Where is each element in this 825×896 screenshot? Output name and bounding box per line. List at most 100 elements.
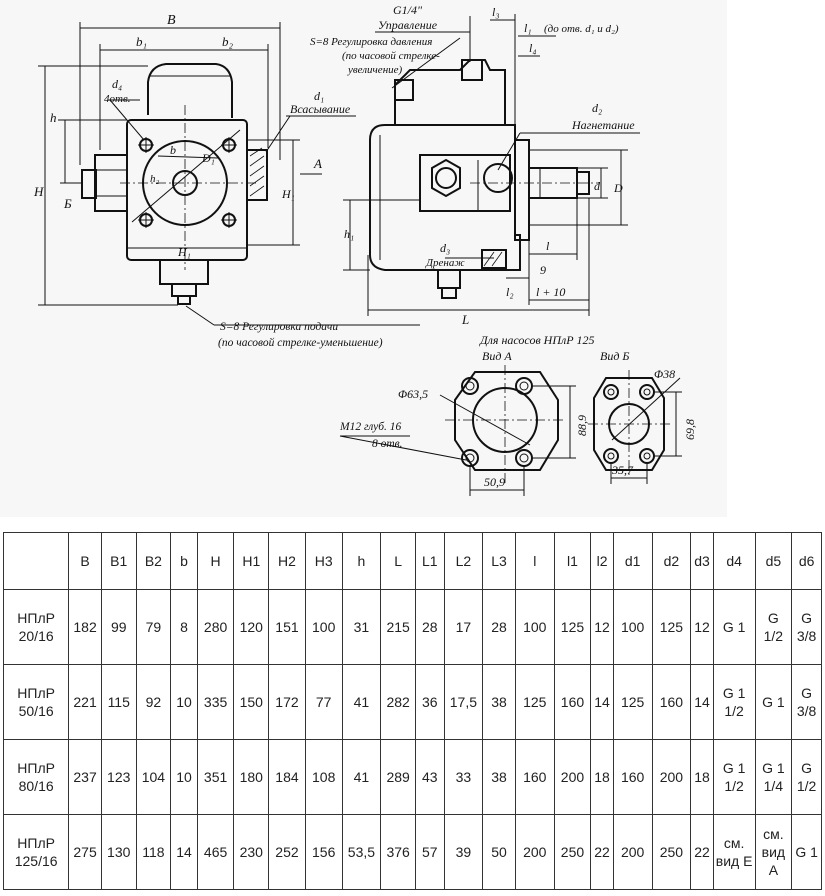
label-B: B [167,13,176,28]
label-view-b: Вид Б [600,349,629,363]
label-b2: b₂ [222,34,234,49]
label-dim-88-9: 88,9 [575,415,589,436]
label-b1: b₁ [136,34,147,49]
table-cell: 43 [414,739,445,815]
table-cell: 22 [590,814,614,890]
header-cell: L2 [443,532,484,590]
table-cell: 50 [482,814,516,890]
label-l-plus-10: l + 10 [536,285,565,299]
label-dim-50-9: 50,9 [484,475,505,489]
label-H: H [33,184,44,199]
blank-margin [727,0,825,517]
table-cell: 120 [233,589,270,665]
table-cell: см. вид A [754,814,793,890]
table-cell: 275 [68,814,102,890]
model-name-cell: НПлР 20/16 [3,589,70,665]
table-cell: см. вид Е [712,814,756,890]
table-cell: 14 [590,664,614,740]
table-cell: 160 [612,739,653,815]
table-cell: G 3/8 [791,589,822,665]
header-cell: b [170,532,198,590]
table-cell: 289 [380,739,416,815]
table-cell: 79 [135,589,172,665]
side-view [343,14,640,316]
table-cell: G 1/2 [791,739,822,815]
header-cell: d6 [791,532,822,590]
label-pump125: Для насосов НПлР 125 [479,333,595,347]
table-cell: 18 [690,739,714,815]
table-cell: 41 [341,664,382,740]
header-cell: d3 [690,532,714,590]
table-cell: 280 [196,589,235,665]
table-cell: 38 [482,739,516,815]
label-dim-69-8: 69,8 [683,419,697,440]
label-l4: l₄ [529,41,537,55]
table-cell: 99 [100,589,137,665]
label-d1: d₁ [314,89,324,103]
table-cell: 115 [100,664,137,740]
label-H1-right: H₁ [281,187,295,201]
technical-drawing: B b₁ b₂ d₄ 4отв. h H Б b h₂ D₁ H₁ H₁ A d… [33,3,697,496]
label-s8-pressure-note-2: увеличение) [347,64,403,76]
label-d3: d₃ [440,241,450,255]
table-cell: G 1 1/4 [754,739,793,815]
front-view-labels: B b₁ b₂ d₄ 4отв. h H Б b h₂ D₁ H₁ H₁ A d… [33,13,383,349]
label-d: d [594,179,601,193]
table-cell: 351 [196,739,235,815]
table-cell: G 3/8 [791,664,822,740]
table-cell: 22 [690,814,714,890]
table-cell: 221 [68,664,102,740]
label-h1: h₁ [344,227,354,241]
table-cell: 92 [135,664,172,740]
label-l1: l₁ [524,21,532,35]
label-A: A [313,156,322,171]
table-cell: 38 [482,664,516,740]
label-suction: Всасывание [290,102,351,116]
table-cell: 156 [304,814,343,890]
table-cell: G 1 [754,664,793,740]
header-cell: L [380,532,416,590]
table-cell: 10 [170,664,198,740]
table-cell: 12 [690,589,714,665]
label-b: b [170,143,176,157]
table-cell: 10 [170,739,198,815]
table-cell: 237 [68,739,102,815]
label-d2: d₂ [592,101,602,115]
label-discharge: Нагнетание [571,118,635,132]
model-name-cell: НПлР 50/16 [3,664,70,740]
label-dim-35-7: 35,7 [611,463,634,477]
table-cell: 33 [443,739,484,815]
table-cell: 108 [304,739,343,815]
header-cell: h [341,532,382,590]
table-cell: 14 [170,814,198,890]
label-s8-pressure: S=8 Регулировка давления [310,36,432,48]
header-cell: H2 [268,532,306,590]
table-cell: 215 [380,589,416,665]
table-cell: 230 [233,814,270,890]
table-cell: 200 [514,814,555,890]
label-control-thread: G1/4" [393,3,423,17]
table-cell: 282 [380,664,416,740]
header-cell: d2 [651,532,692,590]
label-s8-feed: S=8 Регулировка подачи [220,321,338,333]
table-cell: 100 [514,589,555,665]
table-cell: 376 [380,814,416,890]
label-D1: D₁ [201,151,215,165]
table-cell: 252 [268,814,306,890]
table-cell: 77 [304,664,343,740]
label-l: l [546,239,550,253]
header-cell: B [68,532,102,590]
view-b-labels: Вид Б Φ38 69,8 35,7 [600,349,697,477]
label-s8-feed-note: (по часовой стрелке-уменьшение) [218,336,383,349]
table-cell: 100 [612,589,653,665]
table-cell: 465 [196,814,235,890]
header-cell: d4 [712,532,756,590]
label-l3: l₃ [492,5,500,19]
header-cell: L3 [482,532,516,590]
view-b [588,370,682,484]
table-cell: 100 [304,589,343,665]
table-cell: 17 [443,589,484,665]
table-cell: 36 [414,664,445,740]
table-cell: 125 [651,589,692,665]
